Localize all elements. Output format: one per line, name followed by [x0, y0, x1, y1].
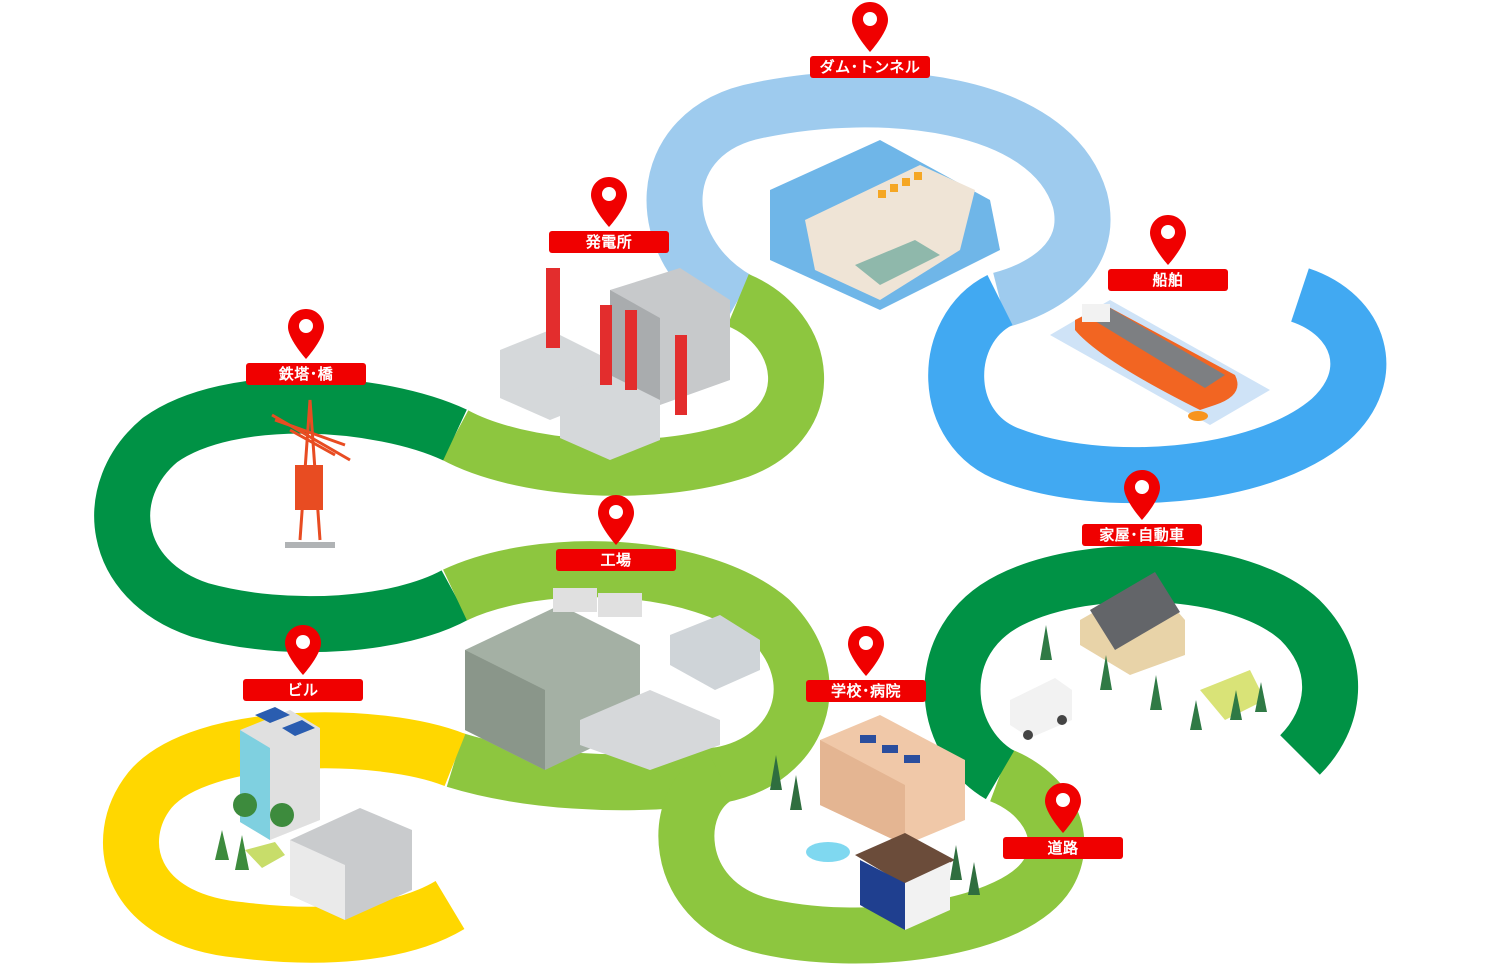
- marker-label: ビル: [243, 679, 363, 701]
- marker-house-car[interactable]: 家屋･自動車: [1082, 470, 1202, 550]
- ring-power-plant: [441, 274, 824, 496]
- marker-label: 学校･病院: [806, 680, 926, 702]
- map-pin-icon: [1150, 215, 1186, 265]
- ring-school: [658, 748, 1085, 964]
- steel-tower-illustration: [271, 399, 351, 548]
- ring-tower: [94, 377, 469, 653]
- map-pin-icon: [852, 2, 888, 52]
- marker-label: 道路: [1003, 837, 1123, 859]
- marker-school-hospital[interactable]: 学校･病院: [806, 626, 926, 706]
- substation-illustration: [500, 268, 730, 460]
- marker-label: 船舶: [1108, 269, 1228, 291]
- marker-label: 鉄塔･橋: [246, 363, 366, 385]
- marker-label: 発電所: [549, 231, 669, 253]
- ring-dam: [646, 71, 1111, 328]
- marker-power-plant[interactable]: 発電所: [549, 177, 669, 257]
- office-building-illustration: [215, 707, 412, 920]
- map-pin-icon: [288, 309, 324, 359]
- marker-tower-bridge[interactable]: 鉄塔･橋: [246, 309, 366, 389]
- marker-ship[interactable]: 船舶: [1108, 215, 1228, 295]
- marker-label: ダム･トンネル: [810, 56, 930, 78]
- factory-illustration: [465, 588, 760, 770]
- marker-label: 工場: [556, 549, 676, 571]
- marker-road[interactable]: 道路: [1003, 783, 1123, 863]
- house-van-illustration: [1010, 572, 1267, 740]
- marker-building[interactable]: ビル: [243, 625, 363, 705]
- marker-dam-tunnel[interactable]: ダム･トンネル: [810, 2, 930, 82]
- map-pin-icon: [598, 495, 634, 545]
- map-pin-icon: [1124, 470, 1160, 520]
- dam-illustration: [770, 140, 1000, 310]
- ring-ship: [928, 268, 1387, 504]
- school-illustration: [770, 715, 980, 930]
- marker-factory[interactable]: 工場: [556, 495, 676, 575]
- map-pin-icon: [285, 625, 321, 675]
- marker-label: 家屋･自動車: [1082, 524, 1202, 546]
- ring-house: [924, 545, 1358, 800]
- map-pin-icon: [591, 177, 627, 227]
- cargo-ship-illustration: [1050, 300, 1270, 425]
- map-pin-icon: [848, 626, 884, 676]
- map-pin-icon: [1045, 783, 1081, 833]
